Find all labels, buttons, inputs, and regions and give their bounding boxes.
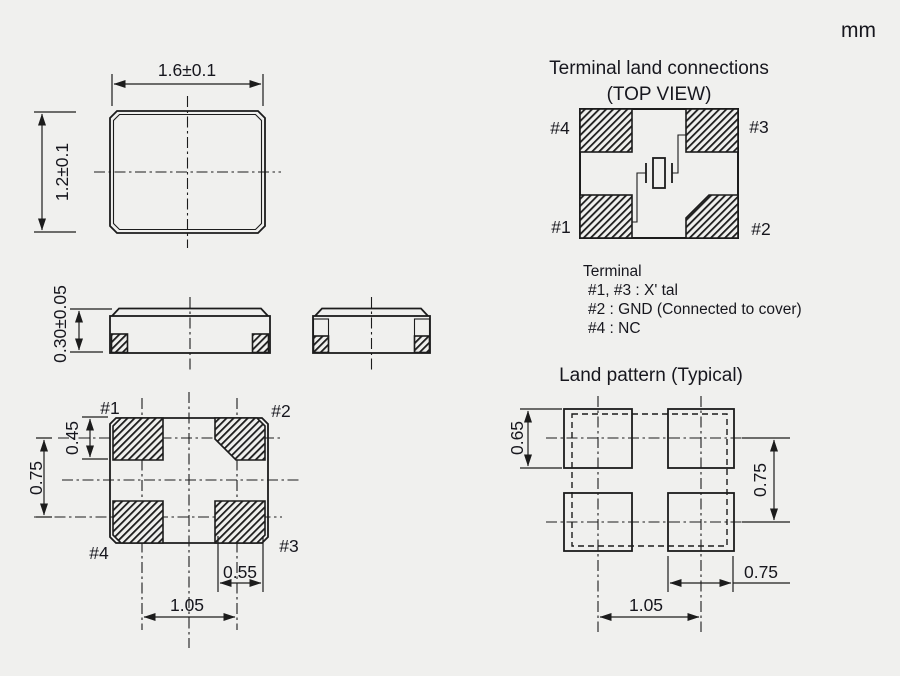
land-pattern-title: Land pattern (Typical) [559, 365, 743, 386]
land-pad [563, 492, 633, 552]
land-row-pitch-extension-lines [742, 437, 790, 523]
pad-2-label: #2 [271, 401, 290, 421]
land-pad [563, 408, 633, 469]
thickness-dim-label: 0.30±0.05 [50, 285, 70, 363]
pad-3-label: #3 [279, 536, 298, 556]
pad-4-label: #4 [550, 118, 570, 138]
pad-1 [112, 417, 164, 461]
lid-outline [111, 307, 269, 317]
side-view-front: 0.30±0.05 [50, 285, 271, 371]
crystal-plates [645, 163, 673, 183]
side-view-side [312, 297, 431, 371]
thickness-extension-lines [70, 308, 112, 353]
legend-gnd-line: #2 : GND (Connected to cover) [588, 301, 802, 318]
land-pad-height-extension-lines [520, 408, 562, 469]
land-row-pitch-dim-label: 0.75 [750, 463, 770, 497]
pad-height-extension-lines [82, 416, 108, 460]
col-pitch-dim-label: 1.05 [170, 595, 204, 615]
pad-4 [112, 500, 164, 544]
pad-3-label: #3 [749, 117, 768, 137]
terminal-pad [251, 333, 270, 354]
terminal-legend: Terminal #1, #3 : X' tal #2 : GND (Conne… [583, 263, 802, 337]
land-pad [667, 492, 735, 552]
pad-4-label: #4 [89, 543, 109, 563]
crystal-body [652, 157, 666, 189]
pad-1 [579, 194, 633, 239]
crystal-symbol [632, 134, 686, 223]
width-extension-lines [111, 74, 264, 106]
top-view-height-dim-label: 1.2±0.1 [52, 143, 72, 201]
height-extension-lines [34, 111, 76, 233]
land-col-pitch-dim-label: 1.05 [629, 595, 663, 615]
package-top-view: 1.6±0.1 1.2±0.1 [34, 60, 281, 248]
pad-2 [214, 417, 266, 461]
pad-width-extension-lines [217, 536, 264, 592]
pad-4 [579, 108, 633, 153]
package-outline-outer [109, 110, 266, 234]
terminal-pad [312, 335, 330, 354]
terminal-pad [110, 333, 129, 354]
package-outline-inner [112, 113, 263, 231]
pad-3 [685, 108, 739, 153]
row-pitch-extension-lines [36, 437, 52, 518]
wire-to-pad-3 [672, 134, 686, 174]
terminal-connections-title: Terminal land connections [549, 58, 769, 79]
legend-heading: Terminal [583, 263, 642, 280]
row-pitch-dim-label: 0.75 [26, 461, 46, 495]
land-pad [667, 408, 735, 469]
pad-2 [685, 194, 739, 239]
package-outline-projection [571, 413, 728, 547]
pad-2-label: #2 [751, 219, 770, 239]
pad-3 [214, 500, 266, 544]
land-pattern: Land pattern (Typical) 0.65 0.75 0.75 1.… [507, 365, 790, 632]
land-pad-width-extension-lines [667, 556, 734, 592]
pad-1-label: #1 [100, 398, 119, 418]
package-bottom-view: #1 #2 #3 #4 0.45 0.75 0.55 1.05 [26, 392, 300, 648]
unit-label: mm [841, 19, 876, 42]
terminal-pad [413, 335, 431, 354]
pad-1-label: #1 [551, 217, 570, 237]
package-outline [109, 417, 269, 544]
wire-to-pad-1 [632, 172, 646, 223]
top-view-width-dim-label: 1.6±0.1 [158, 60, 216, 80]
package-outline [579, 108, 739, 239]
land-pad-height-dim-label: 0.65 [507, 421, 527, 455]
pad-height-dim-label: 0.45 [62, 421, 82, 455]
terminal-land-connections: Terminal land connections (TOP VIEW) #4 … [549, 58, 771, 239]
legend-nc-line: #4 : NC [588, 320, 641, 337]
pad-width-dim-label: 0.55 [223, 562, 257, 582]
legend-xtal-line: #1, #3 : X' tal [588, 282, 678, 299]
terminal-connections-subtitle: (TOP VIEW) [607, 84, 712, 105]
lid-outline [314, 307, 429, 317]
land-pad-width-dim-label: 0.75 [744, 562, 778, 582]
